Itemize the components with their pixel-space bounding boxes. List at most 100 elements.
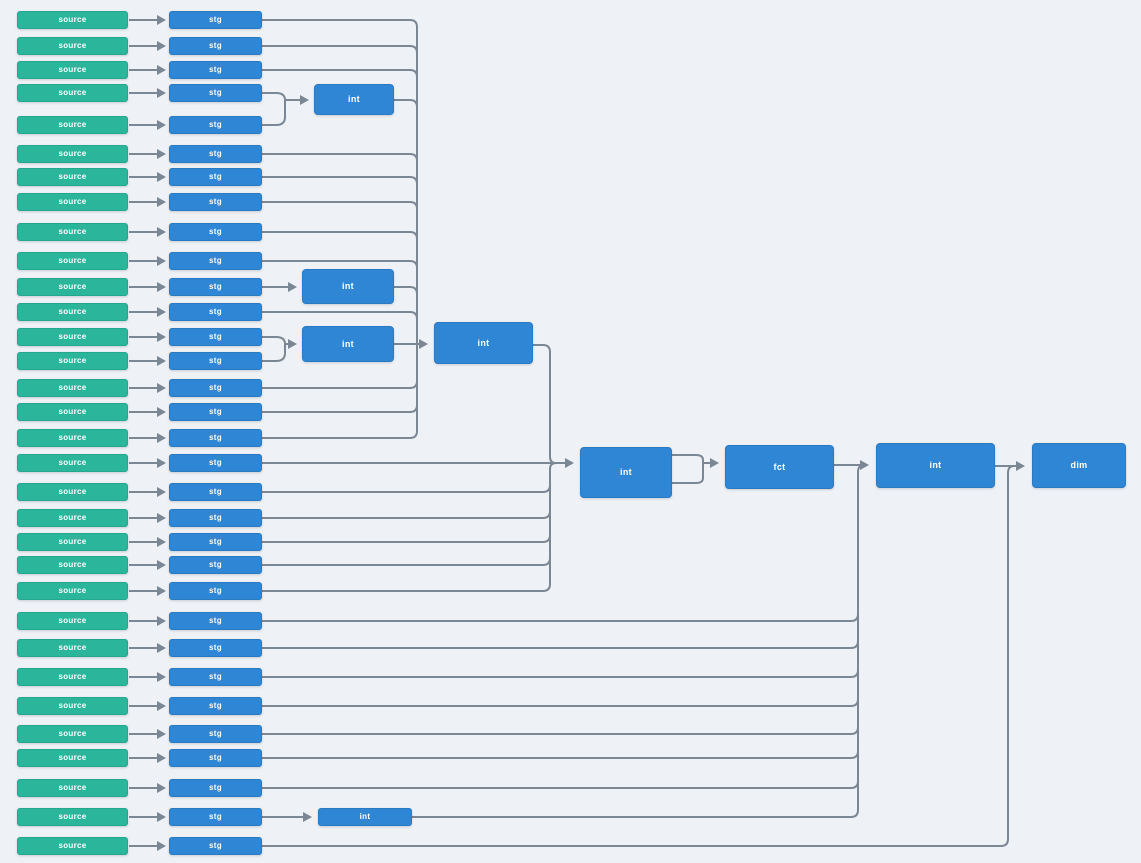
node-stg-10[interactable]: stg xyxy=(169,252,262,270)
edge-stg-20-int-e xyxy=(262,510,551,519)
node-source-32[interactable]: source xyxy=(17,837,128,855)
node-source-16[interactable]: source xyxy=(17,403,128,421)
node-int-e[interactable]: int xyxy=(580,447,672,498)
node-source-5-label: source xyxy=(58,120,87,129)
node-source-7[interactable]: source xyxy=(17,168,128,186)
edge-stg-22-int-e xyxy=(262,557,551,566)
node-source-19[interactable]: source xyxy=(17,483,128,501)
node-stg-19[interactable]: stg xyxy=(169,483,262,501)
node-stg-1[interactable]: stg xyxy=(169,11,262,29)
node-source-17[interactable]: source xyxy=(17,429,128,447)
node-stg-31[interactable]: stg xyxy=(169,808,262,826)
node-source-11[interactable]: source xyxy=(17,278,128,296)
edge-stg-12-channel-1 xyxy=(262,311,418,320)
node-source-1[interactable]: source xyxy=(17,11,128,29)
node-fct[interactable]: fct xyxy=(725,445,834,489)
node-source-5[interactable]: source xyxy=(17,116,128,134)
node-source-8-label: source xyxy=(58,197,87,206)
node-stg-15-label: stg xyxy=(209,383,222,392)
edge-int-b-channel-1 xyxy=(394,286,418,295)
node-source-24[interactable]: source xyxy=(17,612,128,630)
node-source-9[interactable]: source xyxy=(17,223,128,241)
node-source-29[interactable]: source xyxy=(17,749,128,767)
node-stg-11[interactable]: stg xyxy=(169,278,262,296)
node-stg-29[interactable]: stg xyxy=(169,749,262,767)
node-stg-18[interactable]: stg xyxy=(169,454,262,472)
node-int-g-label: int xyxy=(359,812,371,821)
node-stg-3[interactable]: stg xyxy=(169,61,262,79)
node-source-32-label: source xyxy=(58,841,87,850)
node-int-d[interactable]: int xyxy=(434,322,533,364)
node-stg-24[interactable]: stg xyxy=(169,612,262,630)
node-int-b[interactable]: int xyxy=(302,269,394,304)
node-stg-18-label: stg xyxy=(209,458,222,467)
node-source-22[interactable]: source xyxy=(17,556,128,574)
node-stg-22[interactable]: stg xyxy=(169,556,262,574)
node-stg-7[interactable]: stg xyxy=(169,168,262,186)
node-dim-label: dim xyxy=(1070,460,1088,470)
node-stg-5[interactable]: stg xyxy=(169,116,262,134)
edge-int-e-fct xyxy=(672,454,704,463)
node-stg-4[interactable]: stg xyxy=(169,84,262,102)
node-source-28[interactable]: source xyxy=(17,725,128,743)
node-stg-12[interactable]: stg xyxy=(169,303,262,321)
edge-stg-30-int-f xyxy=(262,780,859,789)
node-int-f[interactable]: int xyxy=(876,443,995,488)
node-stg-14[interactable]: stg xyxy=(169,352,262,370)
node-stg-32[interactable]: stg xyxy=(169,837,262,855)
node-source-6-label: source xyxy=(58,149,87,158)
node-source-31[interactable]: source xyxy=(17,808,128,826)
node-stg-8[interactable]: stg xyxy=(169,193,262,211)
node-source-12[interactable]: source xyxy=(17,303,128,321)
node-source-9-label: source xyxy=(58,227,87,236)
node-source-6[interactable]: source xyxy=(17,145,128,163)
node-int-a[interactable]: int xyxy=(314,84,394,115)
node-source-4[interactable]: source xyxy=(17,84,128,102)
node-int-e-label: int xyxy=(620,467,632,477)
node-stg-25[interactable]: stg xyxy=(169,639,262,657)
node-source-18[interactable]: source xyxy=(17,454,128,472)
node-stg-23[interactable]: stg xyxy=(169,582,262,600)
node-stg-28[interactable]: stg xyxy=(169,725,262,743)
node-source-3[interactable]: source xyxy=(17,61,128,79)
node-stg-2[interactable]: stg xyxy=(169,37,262,55)
node-source-2[interactable]: source xyxy=(17,37,128,55)
node-stg-20[interactable]: stg xyxy=(169,509,262,527)
node-source-8[interactable]: source xyxy=(17,193,128,211)
edge-stg-32-dim xyxy=(262,465,1015,847)
node-stg-25-label: stg xyxy=(209,643,222,652)
node-source-30[interactable]: source xyxy=(17,779,128,797)
node-stg-2-label: stg xyxy=(209,41,222,50)
node-stg-26[interactable]: stg xyxy=(169,668,262,686)
node-source-14[interactable]: source xyxy=(17,352,128,370)
node-source-25[interactable]: source xyxy=(17,639,128,657)
node-source-25-label: source xyxy=(58,643,87,652)
node-source-15[interactable]: source xyxy=(17,379,128,397)
node-source-20[interactable]: source xyxy=(17,509,128,527)
node-stg-21[interactable]: stg xyxy=(169,533,262,551)
node-int-c[interactable]: int xyxy=(302,326,394,362)
node-source-26[interactable]: source xyxy=(17,668,128,686)
edge-int-d-int-e xyxy=(533,344,557,464)
node-int-g[interactable]: int xyxy=(318,808,412,826)
node-stg-15[interactable]: stg xyxy=(169,379,262,397)
node-stg-16[interactable]: stg xyxy=(169,403,262,421)
node-source-21[interactable]: source xyxy=(17,533,128,551)
node-source-13[interactable]: source xyxy=(17,328,128,346)
node-stg-6[interactable]: stg xyxy=(169,145,262,163)
node-source-23-label: source xyxy=(58,586,87,595)
node-stg-13[interactable]: stg xyxy=(169,328,262,346)
node-source-3-label: source xyxy=(58,65,87,74)
node-stg-27[interactable]: stg xyxy=(169,697,262,715)
node-stg-29-label: stg xyxy=(209,753,222,762)
node-stg-9[interactable]: stg xyxy=(169,223,262,241)
node-stg-6-label: stg xyxy=(209,149,222,158)
edge-stg-10-channel-1 xyxy=(262,260,418,269)
node-source-23[interactable]: source xyxy=(17,582,128,600)
node-stg-17[interactable]: stg xyxy=(169,429,262,447)
node-source-10[interactable]: source xyxy=(17,252,128,270)
node-source-10-label: source xyxy=(58,256,87,265)
node-stg-30[interactable]: stg xyxy=(169,779,262,797)
node-dim[interactable]: dim xyxy=(1032,443,1126,488)
node-source-27[interactable]: source xyxy=(17,697,128,715)
